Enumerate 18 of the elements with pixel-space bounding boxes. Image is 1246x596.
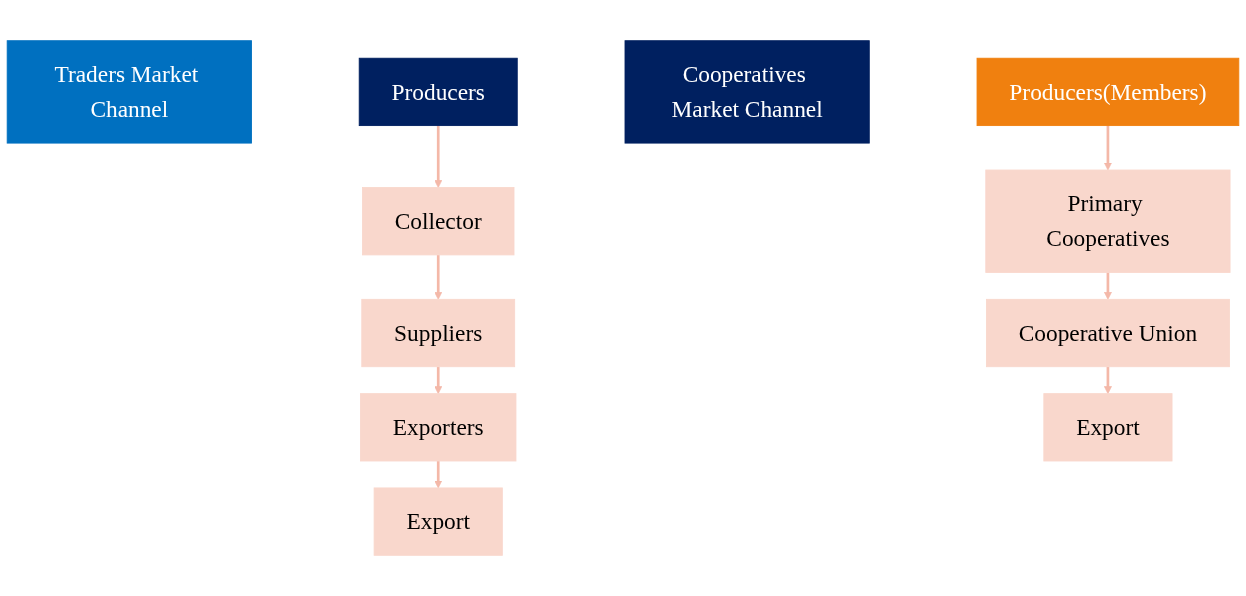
arrow bbox=[1104, 272, 1112, 300]
node-box: Producers(Members) bbox=[976, 57, 1240, 127]
node-box: Producers bbox=[358, 57, 518, 127]
node-box: Cooperative Union bbox=[985, 298, 1230, 368]
arrow bbox=[434, 366, 443, 394]
arrow bbox=[434, 254, 443, 300]
arrow bbox=[1104, 125, 1112, 171]
node-box: Exporters bbox=[360, 393, 517, 462]
node-box: Suppliers bbox=[361, 298, 516, 368]
node-box: Collector bbox=[362, 187, 515, 256]
node-box: Traders Market Channel bbox=[6, 40, 252, 144]
node-box: Primary Cooperatives bbox=[985, 169, 1231, 273]
node-box: Export bbox=[373, 487, 503, 556]
arrow bbox=[434, 125, 443, 188]
node-box: Export bbox=[1043, 393, 1173, 462]
arrow bbox=[434, 461, 443, 489]
node-box: Cooperatives Market Channel bbox=[624, 40, 870, 144]
arrow bbox=[1104, 366, 1112, 394]
